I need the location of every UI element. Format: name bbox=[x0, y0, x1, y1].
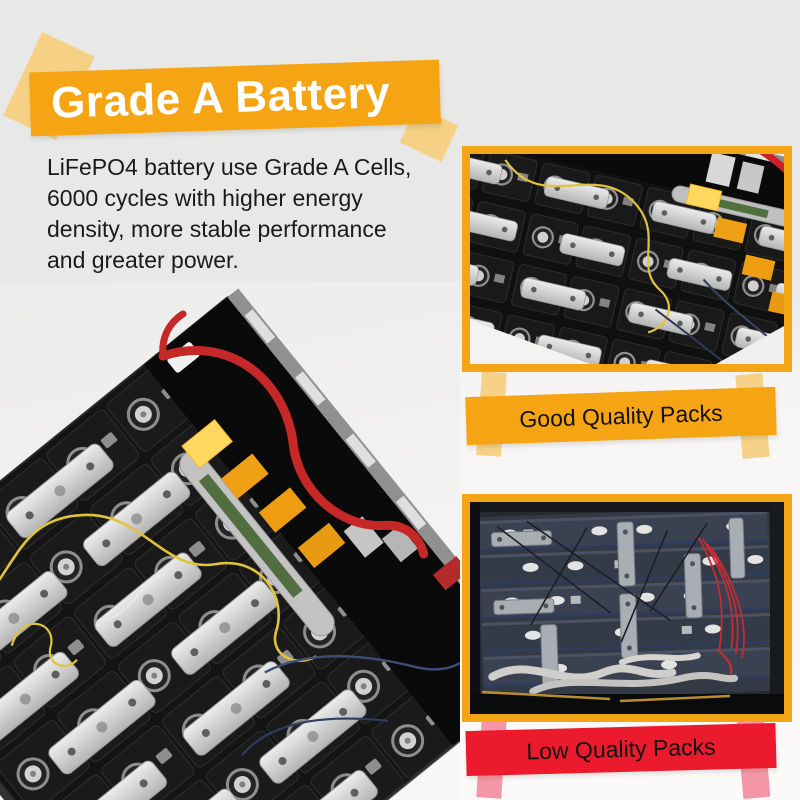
gray-sleeved-wires bbox=[488, 652, 739, 695]
low-quality-label: Low Quality Packs bbox=[526, 733, 716, 765]
description-line: 6000 cycles with higher energy bbox=[47, 185, 363, 211]
stray-wires bbox=[496, 520, 708, 643]
kapton-patch bbox=[297, 522, 346, 569]
kapton-patch bbox=[258, 487, 307, 533]
good-quality-photo bbox=[462, 146, 792, 372]
description-line: and greater power. bbox=[47, 247, 239, 273]
main-battery-photo bbox=[0, 282, 460, 800]
product-description: LiFePO4 battery use Grade A Cells, 6000 … bbox=[47, 152, 411, 276]
low-pack bbox=[476, 506, 775, 702]
description-line: density, more stable performance bbox=[47, 216, 387, 242]
frame-edge-highlight bbox=[481, 690, 731, 703]
good-quality-label: Good Quality Packs bbox=[518, 399, 724, 433]
battery-pack-illustration bbox=[0, 282, 460, 800]
good-pack bbox=[470, 154, 784, 364]
yellow-wire bbox=[0, 513, 317, 662]
low-quality-photo bbox=[462, 494, 792, 722]
kapton-patch bbox=[181, 418, 233, 469]
page-title: Grade A Battery bbox=[50, 68, 391, 128]
grade-a-pack bbox=[0, 288, 460, 800]
low-pack-illustration bbox=[470, 502, 784, 714]
blue-wire bbox=[264, 650, 460, 674]
yellow-wire bbox=[504, 159, 670, 334]
kapton-patch bbox=[221, 453, 269, 499]
red-power-cable bbox=[158, 346, 429, 559]
low-quality-ribbon: Low Quality Packs bbox=[465, 722, 777, 777]
blue-wire bbox=[702, 278, 784, 364]
good-quality-ribbon: Good Quality Packs bbox=[465, 386, 777, 446]
good-pack-illustration bbox=[470, 154, 784, 364]
description-line: LiFePO4 battery use Grade A Cells, bbox=[47, 154, 412, 180]
title-ribbon: Grade A Battery bbox=[29, 59, 441, 137]
red-wire-bundle bbox=[697, 537, 745, 675]
red-terminal bbox=[432, 555, 460, 591]
